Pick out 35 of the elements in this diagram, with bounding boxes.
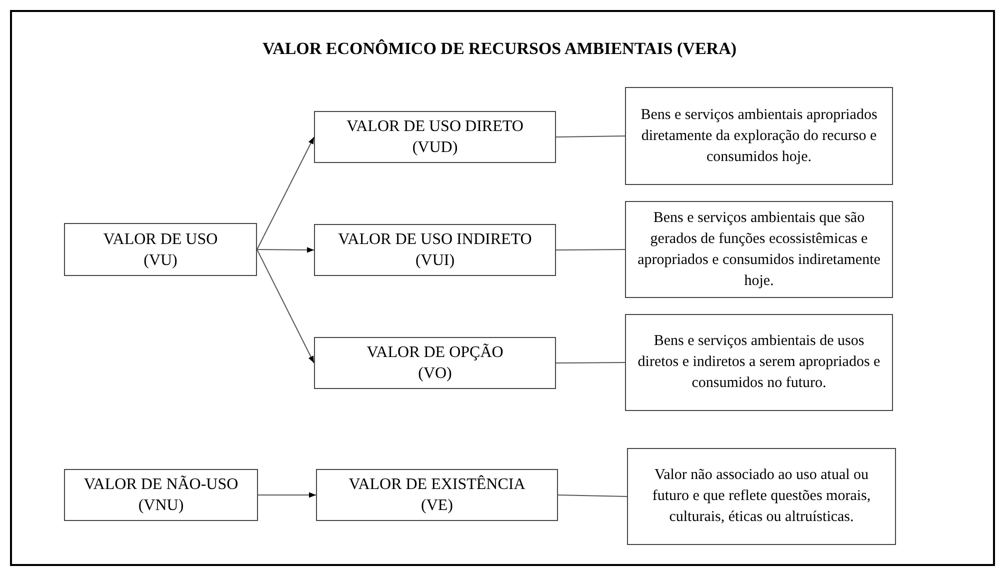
arrow <box>256 249 314 364</box>
description-text: Valor não associado ao uso atual ou futuro e que reflete questões morais, culturais, éticas ou altruísticas. <box>651 466 872 527</box>
category-box <box>314 111 556 163</box>
arrow <box>256 247 314 253</box>
category-abbreviation: (VO) <box>418 364 452 384</box>
arrow <box>258 492 316 498</box>
connector-line <box>556 249 626 250</box>
description-box <box>625 314 893 411</box>
description-box <box>625 201 893 298</box>
connector-line <box>556 136 626 138</box>
connector-line <box>558 494 628 497</box>
description-text: Bens e serviços ambientais apropriados diretamente da exploração do recurso e consumidos hoje. <box>640 106 878 166</box>
description-text: Bens e serviços ambientais que são gerados de funções ecossistêmicas e apropriados e consumidos indiretamente hoje. <box>636 208 882 290</box>
category-abbreviation: (VU) <box>144 250 178 270</box>
category-box <box>314 337 556 389</box>
description-text: Bens e serviços ambientais de usos diretos e indiretos a serem apropriados e consumidos no futuro. <box>636 332 882 393</box>
category-box <box>64 469 258 521</box>
category-abbreviation: (VE) <box>421 496 453 516</box>
arrow <box>256 136 314 250</box>
category-box <box>314 224 556 276</box>
category-name: VALOR DE USO INDIRETO <box>338 230 532 250</box>
category-name: VALOR DE NÃO-USO <box>84 474 238 495</box>
description-box <box>627 448 896 545</box>
category-name: VALOR DE EXISTÊNCIA <box>348 474 526 495</box>
diagram-title: VALOR ECONÔMICO DE RECURSOS AMBIENTAIS (VERA) <box>261 38 738 60</box>
category-name: VALOR DE USO <box>103 230 218 250</box>
category-abbreviation: (VNU) <box>138 496 184 516</box>
connector-line <box>556 362 626 364</box>
category-box <box>64 223 257 276</box>
category-abbreviation: (VUI) <box>415 251 455 271</box>
category-name: VALOR DE USO DIRETO <box>346 117 524 137</box>
category-name: VALOR DE OPÇÃO <box>366 342 504 363</box>
category-box <box>316 469 558 521</box>
category-abbreviation: (VUD) <box>412 138 458 158</box>
description-box <box>625 87 893 185</box>
